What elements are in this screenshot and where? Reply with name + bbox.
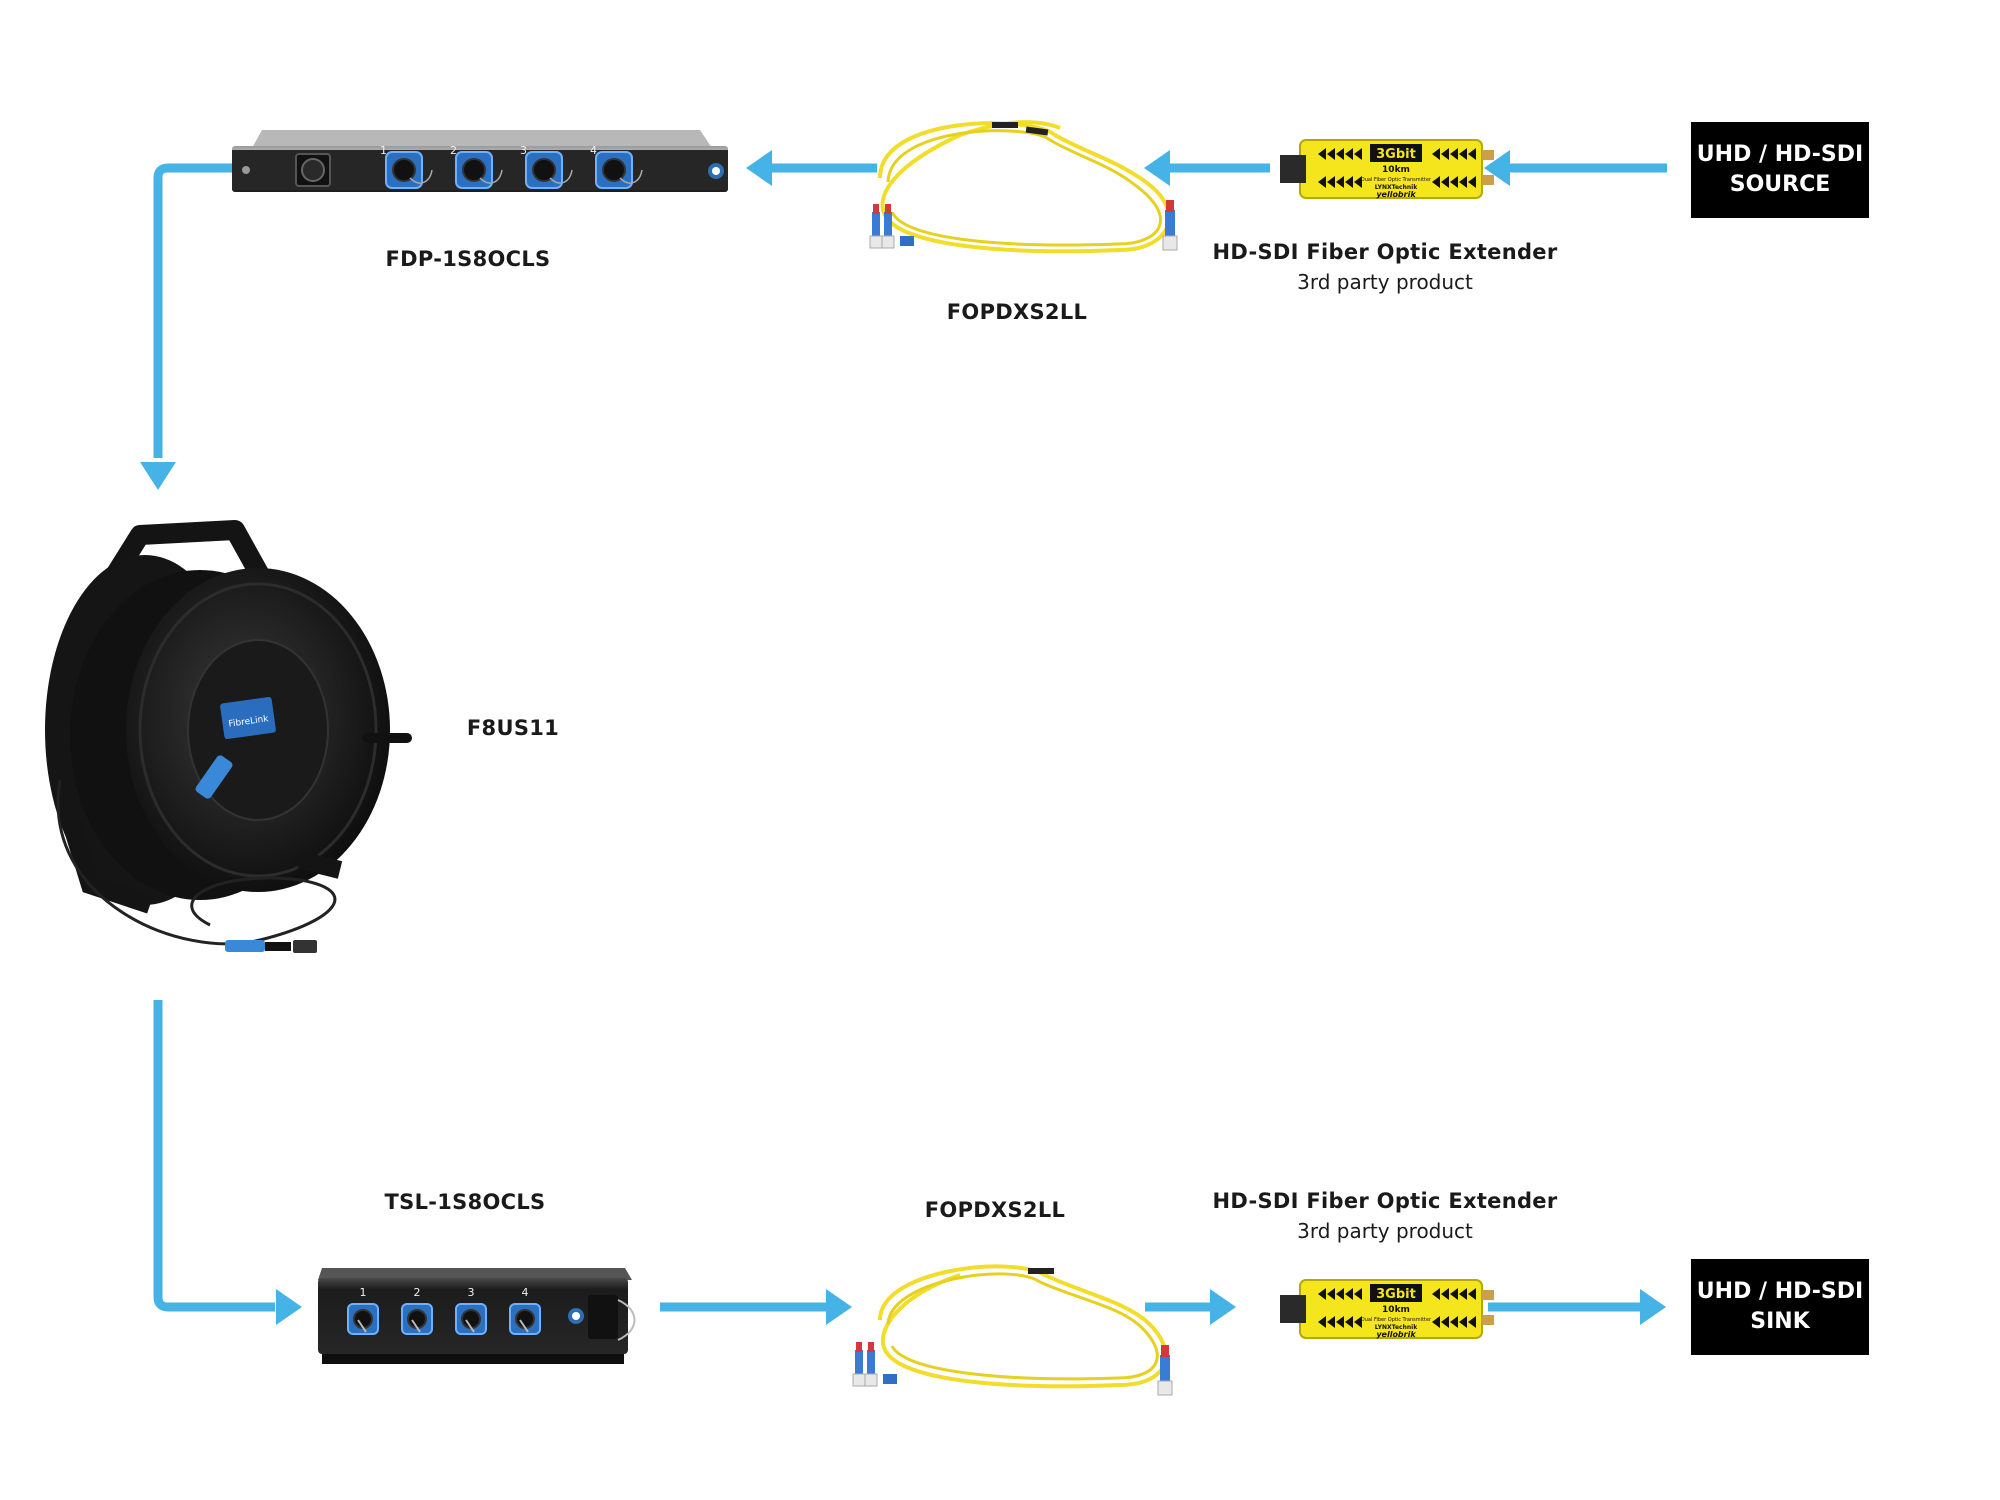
box-label: TSL-1S8OCLS	[384, 1190, 546, 1214]
sink-line2: SINK	[1750, 1309, 1810, 1334]
cable-top-label: FOPDXS2LL	[946, 300, 1088, 324]
extender-top-label: HD-SDI Fiber Optic Extender	[1212, 240, 1558, 264]
extender-top-badge-text: Dual Fiber Optic Transmitter	[1361, 177, 1432, 183]
sink-box: UHD / HD-SDI SINK	[1691, 1259, 1869, 1355]
box-port-number: 1	[360, 1286, 367, 1299]
box-port: 3	[455, 1286, 487, 1335]
panel-port-number: 3	[520, 144, 527, 157]
arrow-cable-to-extender	[1145, 1289, 1236, 1325]
box-port-number: 4	[522, 1286, 529, 1299]
fdp-panel-image: 1 2 3 4	[232, 130, 728, 192]
extender-bottom-maker: LYNXTechnik	[1375, 1324, 1418, 1331]
panel-port: 3	[520, 144, 573, 189]
panel-label: FDP-1S8OCLS	[385, 247, 551, 271]
box-port: 1	[347, 1286, 379, 1335]
sink-line1: UHD / HD-SDI	[1696, 1279, 1864, 1304]
source-line2: SOURCE	[1729, 172, 1831, 197]
box-port-number: 2	[414, 1286, 421, 1299]
fiber-cable-top-image	[869, 120, 1178, 254]
panel-port: 2	[450, 144, 503, 189]
panel-port: 1	[380, 144, 433, 189]
extender-bottom-badge-sub: 10km	[1382, 1305, 1410, 1315]
arrow-reel-to-box	[153, 1000, 302, 1325]
panel-port: 4	[590, 144, 643, 189]
arrow-extender-to-cable	[1144, 150, 1270, 186]
arrow-extender-to-sink	[1488, 1289, 1666, 1325]
extender-bottom-sublabel: 3rd party product	[1297, 1219, 1473, 1243]
flow-arrows	[140, 150, 1667, 1325]
source-line1: UHD / HD-SDI	[1696, 142, 1864, 167]
panel-port-number: 1	[380, 144, 387, 157]
tsl-box-image: 1 2 3 4	[318, 1268, 636, 1364]
fiber-cable-bottom-image	[852, 1264, 1173, 1396]
arrow-source-to-extender	[1484, 150, 1667, 186]
extender-bottom-brand: yellobrik	[1376, 1330, 1416, 1339]
arrow-box-to-cable	[660, 1289, 852, 1325]
panel-ports: 1 2 3 4	[380, 144, 643, 189]
extender-bottom-badge-text: Dual Fiber Optic Transmitter	[1361, 1317, 1432, 1323]
arrow-panel-to-reel	[140, 163, 233, 490]
panel-port-number: 2	[450, 144, 457, 157]
f8us11-reel-image: FibreLink	[45, 520, 412, 953]
extender-bottom-label: HD-SDI Fiber Optic Extender	[1212, 1189, 1558, 1213]
box-port-number: 3	[468, 1286, 475, 1299]
extender-top-image: 3Gbit 10km Dual Fiber Optic Transmitter …	[1280, 139, 1494, 199]
extender-bottom-image: 3Gbit 10km Dual Fiber Optic Transmitter …	[1280, 1279, 1494, 1339]
arrow-cable-to-panel	[746, 150, 877, 186]
extender-bottom-badge: 3Gbit	[1376, 1287, 1416, 1302]
extender-top-maker: LYNXTechnik	[1375, 184, 1418, 191]
reel-label: F8US11	[466, 716, 560, 740]
box-ports: 1 2 3 4	[347, 1286, 541, 1335]
source-box: UHD / HD-SDI SOURCE	[1691, 122, 1869, 218]
extender-top-brand: yellobrik	[1376, 190, 1416, 199]
panel-port-number: 4	[590, 144, 597, 157]
box-port: 2	[401, 1286, 433, 1335]
extender-top-sublabel: 3rd party product	[1297, 270, 1473, 294]
extender-top-badge-sub: 10km	[1382, 165, 1410, 175]
cable-bottom-label: FOPDXS2LL	[924, 1198, 1066, 1222]
box-port: 4	[509, 1286, 541, 1335]
extender-top-badge: 3Gbit	[1376, 147, 1416, 162]
